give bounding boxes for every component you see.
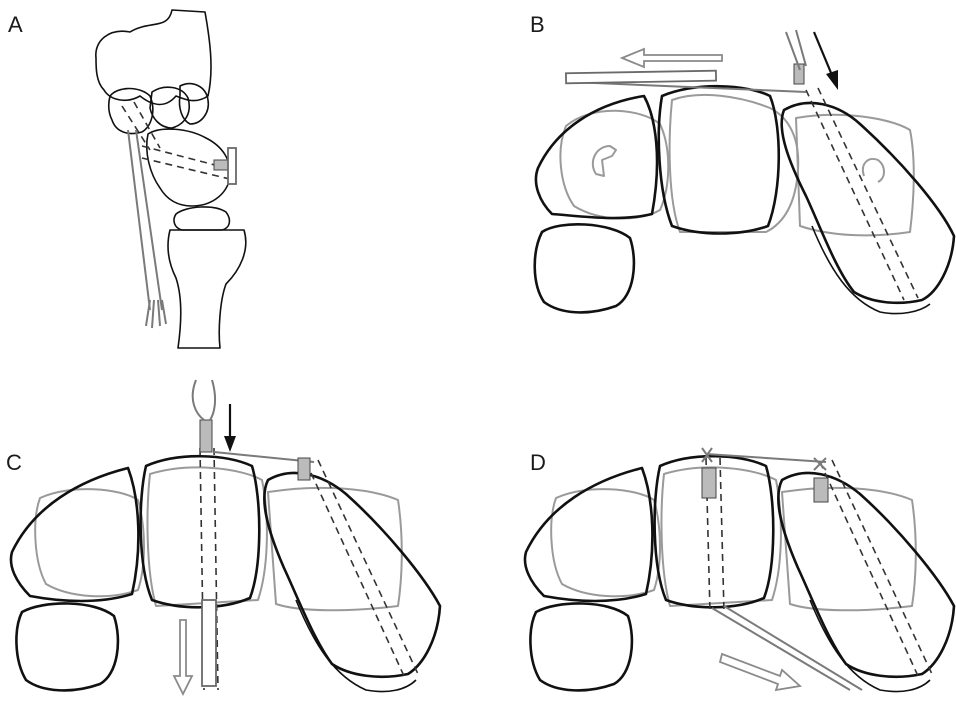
panel-a-carpal-mid [109, 89, 153, 134]
panel-d-drawing [525, 448, 954, 692]
panel-a-drawing [96, 10, 246, 348]
panel-c-grey-arrow [174, 620, 192, 694]
panel-b-ghost-curl [593, 146, 616, 176]
panel-a-carpal-right [179, 84, 208, 124]
panel-b-graft-rod [566, 71, 716, 84]
panel-c-anchor-1 [200, 420, 212, 452]
panel-c-rod [202, 600, 216, 686]
panel-b-grey-arrow [622, 49, 722, 67]
panel-d-grey-arrow [720, 654, 800, 690]
panel-c-ghost-3 [268, 488, 402, 610]
panel-a-radius [168, 230, 246, 348]
panel-a-clip [228, 148, 236, 184]
panel-b-drawing [535, 30, 954, 314]
panel-b-graft-line [572, 82, 806, 92]
panel-c-ghost-2 [148, 467, 267, 606]
panel-d-anchor-2 [814, 478, 828, 502]
panel-c-scaphoid-lower [16, 603, 118, 690]
panel-c-anchor-2 [298, 458, 310, 480]
panel-d-anchor-1 [702, 468, 716, 498]
panel-a-anchor [214, 160, 228, 170]
panel-b-black-arrow [814, 32, 838, 90]
panel-b-triquetrum [782, 103, 954, 303]
panel-c-trapezium [11, 468, 138, 601]
panel-b-ghost-3 [796, 115, 914, 236]
panel-d-trapezium [525, 468, 652, 601]
panel-d-ghost-1 [551, 489, 660, 596]
panel-c-needle [193, 380, 215, 420]
panel-d-graft-top [706, 454, 826, 462]
panel-d-scaphoid-lower [530, 603, 632, 690]
panel-b-scaphoid-lower [535, 224, 634, 312]
panel-b-tunnel-2 [818, 88, 918, 298]
panel-b-ghost-curl-2 [863, 159, 884, 182]
panel-d-knot-2 [814, 458, 826, 470]
panel-c-black-arrow [224, 404, 236, 452]
panel-d-ghost-3 [782, 488, 916, 610]
panel-b-lunate [659, 86, 779, 233]
panel-b-ghost-1 [560, 111, 668, 219]
panel-c-base-shadow [296, 600, 416, 692]
panel-c-triquetrum [264, 473, 440, 677]
panel-d-tunnel-2 [720, 458, 724, 612]
panel-a-graft-ends [146, 300, 166, 328]
panel-d-triquetrum [778, 473, 954, 677]
panel-a-radius-head [174, 207, 229, 230]
panel-a-carpal-mid2 [150, 87, 189, 128]
panel-c-drawing [11, 380, 440, 694]
